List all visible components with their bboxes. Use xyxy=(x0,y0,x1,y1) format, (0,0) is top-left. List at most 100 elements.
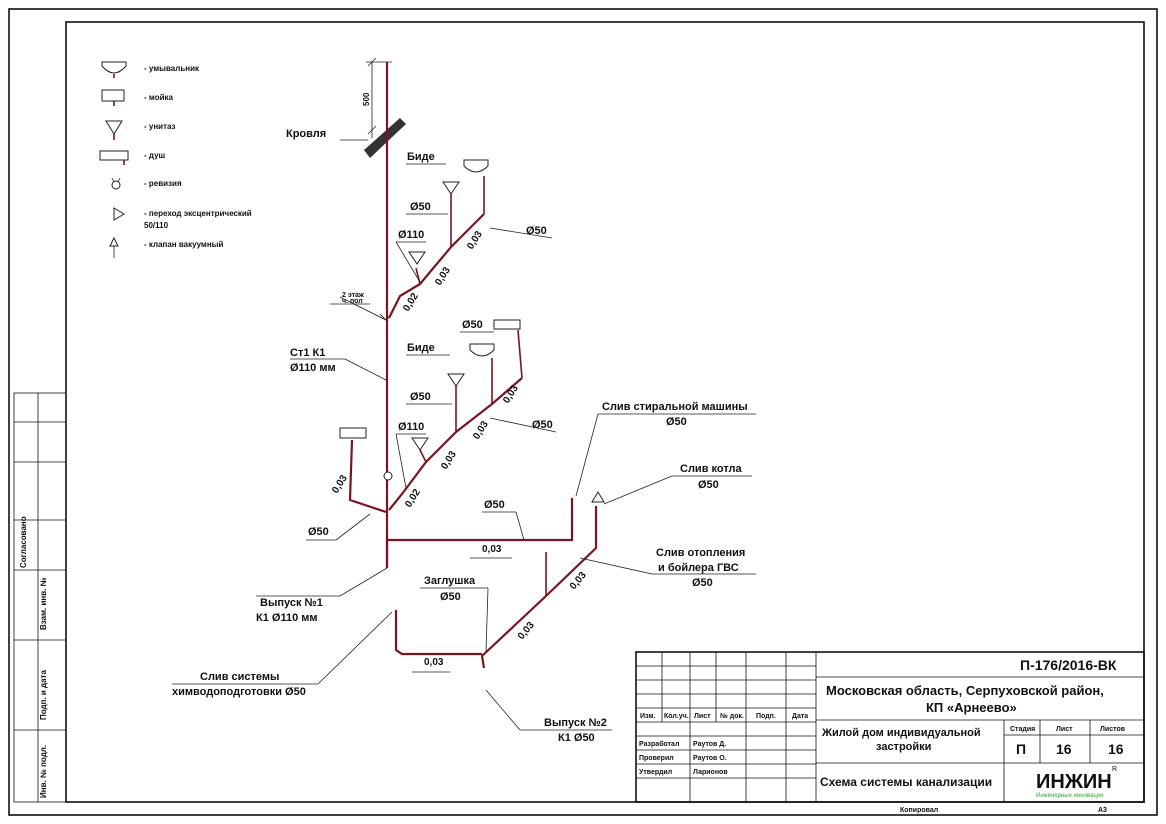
floor2-label-a: 2 этаж xyxy=(342,292,365,299)
middle-branch xyxy=(388,377,523,511)
col-date: Дата xyxy=(792,713,808,720)
slope-left: 0,03 xyxy=(330,473,350,496)
name-checked: Раутов О. xyxy=(693,755,727,762)
col-count: Кол.уч. xyxy=(664,713,689,720)
legend-revision: - ревизия xyxy=(144,179,182,188)
riser-label-a: Ст1 К1 xyxy=(290,347,325,359)
slope-mid-4: 0,03 xyxy=(501,383,521,406)
slope-up-3: 0,03 xyxy=(465,229,485,252)
sink-icon xyxy=(101,89,125,106)
vacuum-valve-icon xyxy=(109,236,119,258)
name-approved: Ларионов xyxy=(693,769,728,776)
company-logo: ИНЖИН R Инженерные инновации xyxy=(1032,765,1118,799)
role-checked: Проверил xyxy=(639,755,674,762)
sheets-value: 16 xyxy=(1108,741,1124,757)
d-mid-50: Ø50 xyxy=(410,391,431,403)
d-upper-50: Ø50 xyxy=(410,201,431,213)
slope-mid-2: 0,03 xyxy=(439,449,459,472)
col-doc: № док. xyxy=(720,712,744,720)
name-developed: Раутов Д. xyxy=(693,741,726,748)
washer-branch xyxy=(388,498,574,542)
legend-shower: - душ xyxy=(144,151,166,160)
hdr-stage: Стадия xyxy=(1010,726,1035,733)
bidet-mid-label: Биде xyxy=(407,342,435,354)
col-change: Изм. xyxy=(640,713,656,720)
side-stamp: Согласовано Взам. инв. № Подп. и дата Ин… xyxy=(13,392,67,803)
washer-label-a: Слив стиральной машины xyxy=(602,401,748,413)
col-sheet: Лист xyxy=(694,713,711,720)
stamp-sign-date: Подп. и дата xyxy=(39,670,48,720)
d-washer-50: Ø50 xyxy=(484,499,505,511)
roof-label: Кровля xyxy=(286,128,326,140)
roof-symbol xyxy=(340,118,406,158)
water-treatment-drain xyxy=(394,610,482,656)
slope-water: 0,03 xyxy=(424,657,444,668)
heating-label-a: Слив отопления xyxy=(656,547,745,559)
boiler-drain xyxy=(545,506,598,597)
slope-mid-1: 0,02 xyxy=(403,487,423,510)
logo-mark: R xyxy=(1112,766,1117,773)
outlet-2-pipe xyxy=(480,595,547,669)
d-upper-110: Ø110 xyxy=(398,229,424,241)
outlet2-label-a: Выпуск №2 xyxy=(544,717,607,729)
outer-border xyxy=(8,8,1158,816)
stage-value: П xyxy=(1016,741,1026,757)
legend-washbasin: - умывальник xyxy=(144,64,200,73)
copied-label: Копировал xyxy=(900,807,938,814)
toilet-icon xyxy=(105,120,123,140)
floor2-label-b: ч. пол xyxy=(342,298,363,305)
role-developed: Разработал xyxy=(639,740,679,748)
heating-label-c: Ø50 xyxy=(692,577,713,589)
legend-toilet: - унитаз xyxy=(144,122,176,131)
washbasin-icon xyxy=(101,61,127,78)
format-label: А3 xyxy=(1098,807,1107,814)
d-mid-50-top: Ø50 xyxy=(462,319,483,331)
d-left-50: Ø50 xyxy=(308,526,329,538)
sheet-name: Схема системы канализации xyxy=(820,775,992,789)
shower-icon xyxy=(99,150,129,165)
doc-code: П-176/2016-ВК xyxy=(1020,657,1117,673)
outlet1-label-a: Выпуск №1 xyxy=(260,597,323,609)
object-line-2: застройки xyxy=(876,741,931,753)
washer-label-b: Ø50 xyxy=(666,416,687,428)
legend: - умывальник - мойка - унитаз - душ - ре… xyxy=(99,61,252,258)
slope-up-2: 0,03 xyxy=(433,265,453,288)
title-block: Изм. Кол.уч. Лист № док. Подп. Дата Разр… xyxy=(635,651,1145,814)
slope-mid-3: 0,03 xyxy=(471,419,491,442)
boiler-label-b: Ø50 xyxy=(698,479,719,491)
stamp-replace: Взам. инв. № xyxy=(39,577,48,630)
heating-label-b: и бойлера ГВС xyxy=(658,562,739,574)
water-label-b: химводоподготовки Ø50 xyxy=(172,686,306,698)
hdr-sheets: Листов xyxy=(1100,726,1126,733)
logo-sub: Инженерные инновации xyxy=(1036,793,1104,799)
legend-sink: - мойка xyxy=(144,93,174,102)
slope-washer: 0,03 xyxy=(482,544,502,555)
sewer-scheme: Кровля 500 2 этаж ч. пол Биде Ø50 Ø110 Ø… xyxy=(172,57,756,744)
logo-text: ИНЖИН xyxy=(1036,771,1112,793)
plug-label-b: Ø50 xyxy=(440,591,461,603)
roof-height: 500 xyxy=(362,92,371,106)
water-label-a: Слив системы xyxy=(200,671,279,683)
object-line-1: Жилой дом индивидуальной xyxy=(821,727,981,739)
location-line-1: Московская область, Серпуховской район, xyxy=(826,683,1104,698)
location-line-2: КП «Арнеево» xyxy=(926,700,1017,715)
legend-adapter: - переход эксцентрический xyxy=(144,209,252,218)
plug-label-a: Заглушка xyxy=(424,575,476,587)
d-mid-110: Ø110 xyxy=(398,421,424,433)
stamp-agreed: Согласовано xyxy=(19,516,28,568)
slope-heat-2: 0,03 xyxy=(516,620,537,642)
riser-revision-icon xyxy=(383,471,393,481)
eccentric-adapter-icon xyxy=(113,207,125,221)
outlet1-label-b: К1 Ø110 мм xyxy=(256,612,318,624)
role-approved: Утвердил xyxy=(639,769,672,776)
revision-icon xyxy=(111,177,121,190)
left-sink-branch xyxy=(348,439,387,514)
col-sign: Подп. xyxy=(756,713,776,720)
boiler-label-a: Слив котла xyxy=(680,463,743,475)
stamp-inv-orig: Инв. № подл. xyxy=(39,745,48,798)
legend-valve: - клапан вакуумный xyxy=(144,240,223,249)
bidet-top-label: Биде xyxy=(407,151,435,163)
outlet2-label-b: К1 Ø50 xyxy=(558,732,595,744)
sheet-value: 16 xyxy=(1056,741,1072,757)
